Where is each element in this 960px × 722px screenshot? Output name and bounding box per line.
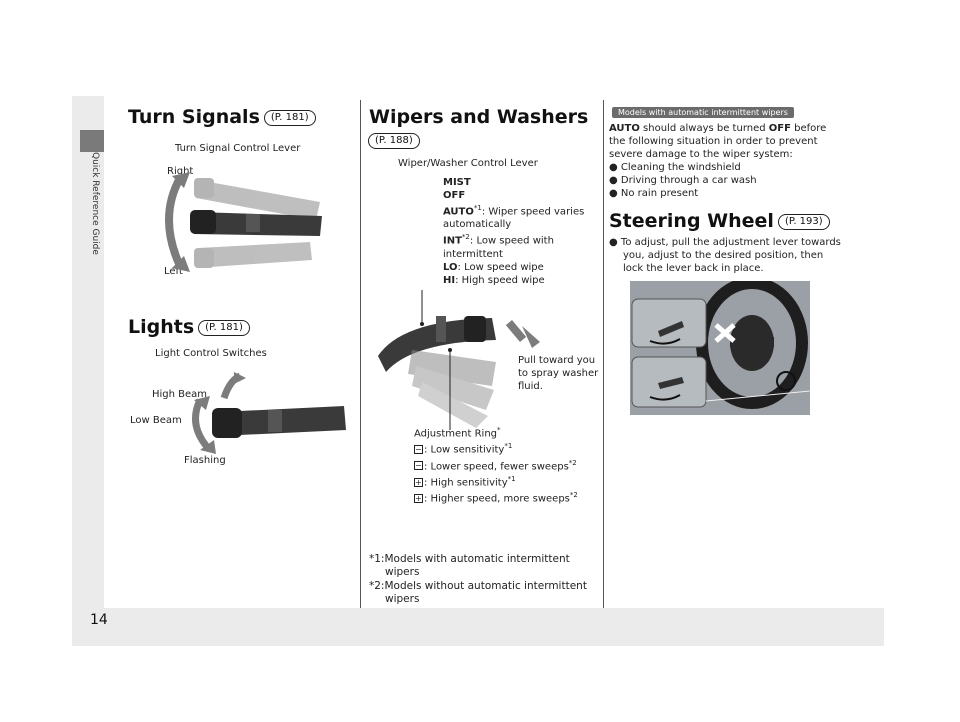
flashing-label: Flashing <box>184 455 226 466</box>
column-divider-2 <box>603 100 604 608</box>
ring-item-sup: *2 <box>569 491 578 500</box>
mode-int-sup: *2 <box>461 233 470 242</box>
wiper-lever-illustration <box>378 290 540 430</box>
lights-ref-text: P. 181 <box>209 321 239 333</box>
plus-icon: + <box>414 477 423 487</box>
mode-hi-desc: : High speed wipe <box>455 274 545 286</box>
wipers-ref-text: P. 188 <box>378 135 409 146</box>
lights-page-ref[interactable]: (P. 181) <box>198 319 250 336</box>
wipers-title: Wipers and Washers <box>369 106 589 128</box>
pull-washer-text: Pull toward you to spray washer fluid. <box>518 355 599 392</box>
bullet-text: No rain present <box>620 188 699 199</box>
auto-note-rest: before the following situation in order … <box>609 123 827 160</box>
turn-signals-ref-text: P. 181 <box>274 111 305 123</box>
page-number: 14 <box>90 612 108 628</box>
mode-hi: HI <box>443 274 456 286</box>
ring-label-sup: * <box>497 426 501 434</box>
high-beam-label: High Beam <box>152 389 208 400</box>
ring-item-sup: *1 <box>507 474 516 483</box>
models-badge: Models with automatic intermittent wiper… <box>612 107 794 118</box>
mode-mist: MIST <box>443 177 471 188</box>
bullet-text: Driving through a car wash <box>620 175 757 186</box>
low-beam-label: Low Beam <box>130 415 182 426</box>
adjustment-ring-block: Adjustment Ring* −: Low sensitivity*1 −:… <box>414 424 604 506</box>
auto-note-text: AUTO should always be turned OFF before … <box>609 122 837 200</box>
steering-title: Steering Wheel(P. 193) <box>609 210 830 232</box>
light-switch-illustration <box>192 372 346 454</box>
wiper-lever-label: Wiper/Washer Control Lever <box>398 158 538 169</box>
steering-bullet-text: To adjust, pull the adjustment lever tow… <box>620 237 841 274</box>
ring-item-text: : Higher speed, more sweeps <box>424 493 570 505</box>
steering-wheel-photo <box>630 281 810 415</box>
sidebar-tab-marker <box>80 130 104 152</box>
turn-signal-lever-illustration <box>165 172 322 272</box>
mode-auto: AUTO <box>443 206 474 218</box>
steering-bullet: ● To adjust, pull the adjustment lever t… <box>609 237 841 274</box>
sidebar-label: Quick Reference Guide <box>90 152 100 255</box>
ring-item-text: : Low sensitivity <box>424 444 505 456</box>
bullet-item: ● No rain present <box>609 188 699 199</box>
plus-icon: + <box>414 494 423 504</box>
minus-icon: − <box>414 461 423 471</box>
left-label: Left <box>164 266 183 277</box>
mode-lo: LO <box>443 261 458 273</box>
ring-item: +: High sensitivity*1 <box>414 473 604 489</box>
column-divider-1 <box>360 100 361 608</box>
bullet-item: ● Driving through a car wash <box>609 175 757 186</box>
mode-auto-desc: : Wiper speed varies automatically <box>443 206 585 231</box>
off-word: OFF <box>768 123 791 134</box>
wiper-modes-list: MIST OFF AUTO*1: Wiper speed varies auto… <box>443 176 593 287</box>
auto-word: AUTO <box>609 123 640 134</box>
turn-signals-title-text: Turn Signals <box>128 106 260 128</box>
minus-icon: − <box>414 445 423 455</box>
steering-wheel-illustration <box>630 281 810 415</box>
light-switches-label: Light Control Switches <box>155 348 267 359</box>
ring-item-sup: *2 <box>568 458 577 467</box>
turn-signals-page-ref[interactable]: (P. 181) <box>263 109 316 126</box>
ring-item: −: Low sensitivity*1 <box>414 440 604 456</box>
ring-item-text: : High sensitivity <box>424 477 508 489</box>
mode-off: OFF <box>443 190 466 201</box>
turn-signal-lever-label: Turn Signal Control Lever <box>175 143 301 154</box>
ring-item: +: Higher speed, more sweeps*2 <box>414 489 604 505</box>
ring-item-text: : Lower speed, fewer sweeps <box>424 460 569 472</box>
wipers-page-ref[interactable]: (P. 188) <box>368 133 420 149</box>
bullet-text: Cleaning the windshield <box>620 162 741 173</box>
lights-title: Lights(P. 181) <box>128 316 250 338</box>
steering-title-text: Steering Wheel <box>609 210 774 232</box>
steering-ref-text: P. 193 <box>788 215 819 227</box>
lights-title-text: Lights <box>128 316 195 338</box>
mode-auto-sup: *1 <box>473 204 482 212</box>
ring-label: Adjustment Ring <box>414 428 498 440</box>
auto-note-mid: should always be turned <box>639 123 769 134</box>
mode-lo-desc: : Low speed wipe <box>457 261 544 273</box>
footnote-2: *2:Models without automatic intermittent… <box>369 580 587 605</box>
right-label: Right <box>167 166 194 177</box>
turn-signals-title: Turn Signals(P. 181) <box>128 106 316 128</box>
footnote-1: *1:Models with automatic intermittent wi… <box>369 553 570 578</box>
mode-int: INT <box>443 235 462 247</box>
mode-int-desc: : Low speed with intermittent <box>443 235 554 260</box>
ring-item-sup: *1 <box>504 442 513 451</box>
steering-page-ref[interactable]: (P. 193) <box>777 213 830 230</box>
bullet-item: ● Cleaning the windshield <box>609 162 741 173</box>
ring-item: −: Lower speed, fewer sweeps*2 <box>414 457 604 473</box>
